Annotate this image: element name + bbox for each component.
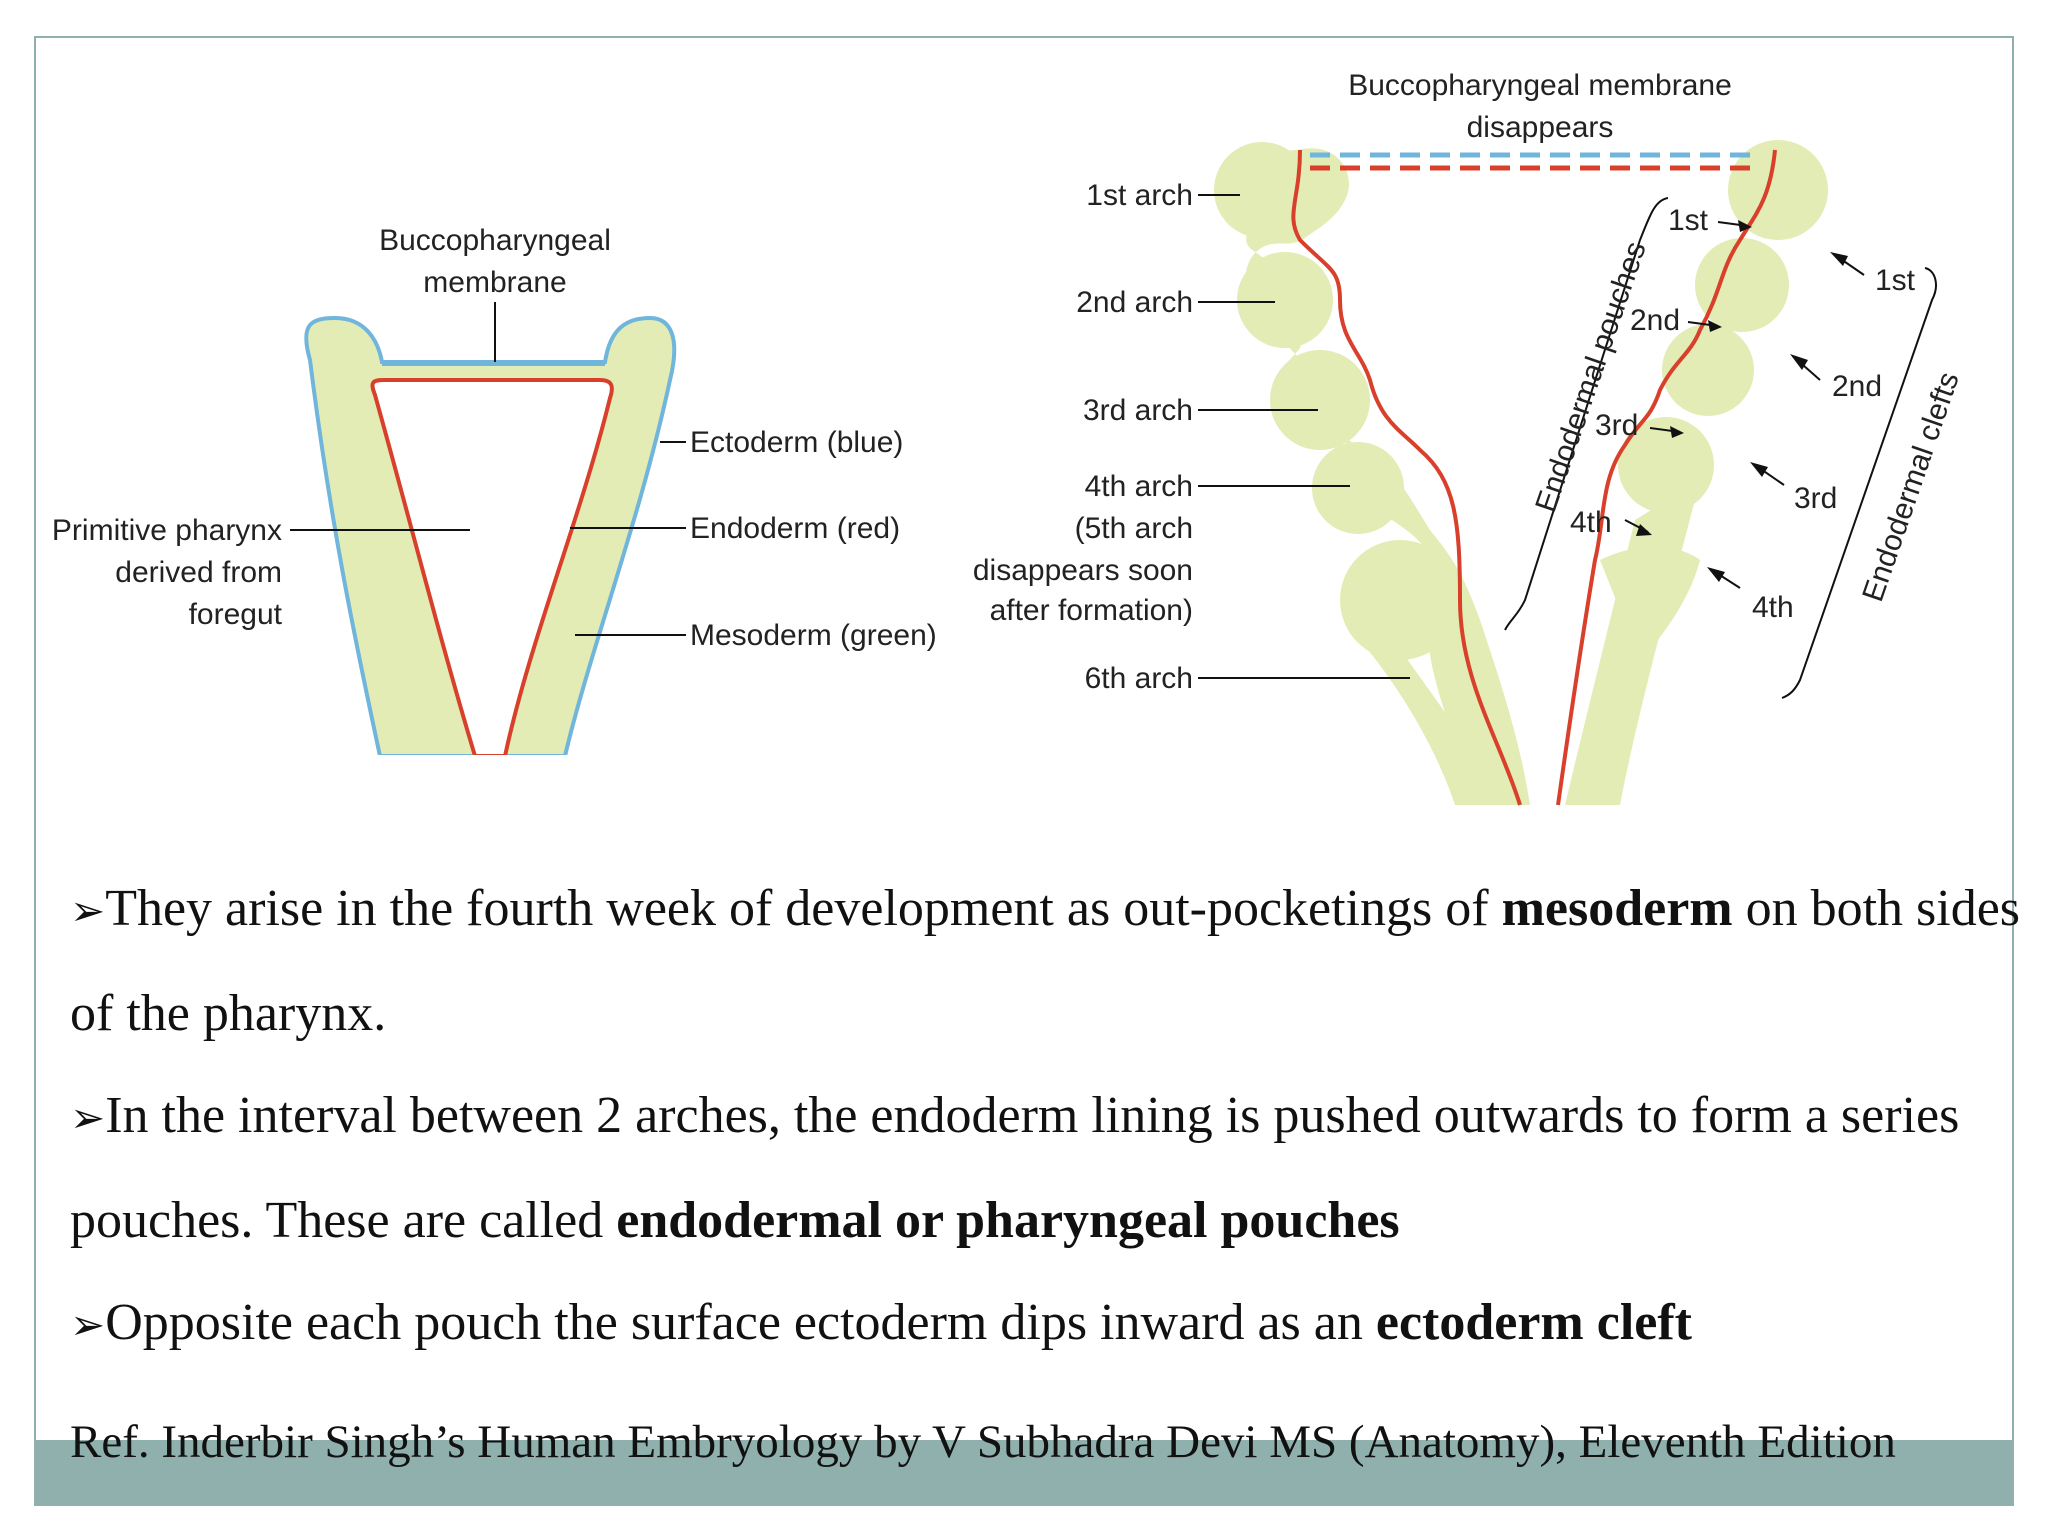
arch-5-note-line1: (5th arch [1075,512,1193,545]
pharyngeal-arches-diagram: Buccopharyngeal membrane Ectoderm (blue)… [0,0,2048,820]
pharynx-label-line1: Primitive pharynx [52,514,282,547]
arch-1-label: 1st arch [1086,179,1193,212]
arch-2-label: 2nd arch [1076,286,1193,319]
right-title-line2: disappears [1467,111,1614,144]
membrane-label-line2: membrane [423,266,566,299]
arch-4-label: 4th arch [1085,470,1193,503]
endoderm-label: Endoderm (red) [690,512,900,545]
arch-5-note-line2: disappears soon [973,554,1193,587]
arch-6-label: 6th arch [1085,662,1193,695]
cleft-1-label: 1st [1875,264,1916,297]
bullet-2: ➢In the interval between 2 arches, the e… [70,1065,2030,1272]
membrane-label-line1: Buccopharyngeal [379,224,611,257]
mesoderm-label: Mesoderm (green) [690,619,937,652]
primitive-pharynx-diagram: Buccopharyngeal membrane Ectoderm (blue)… [52,224,937,765]
cleft-3-label: 3rd [1794,482,1837,515]
bullet-1: ➢They arise in the fourth week of develo… [70,858,2030,1065]
pouch-1-label: 1st [1668,204,1709,237]
reference-citation: Ref. Inderbir Singh’s Human Embryology b… [70,1412,1970,1472]
arch-5-note-line3: after formation) [990,594,1193,627]
bullet-3: ➢Opposite each pouch the surface ectoder… [70,1272,2030,1377]
ectoderm-label: Ectoderm (blue) [690,426,903,459]
cleft-4-label: 4th [1752,591,1794,624]
bullet-list: ➢They arise in the fourth week of develo… [70,858,2030,1377]
arch-3-label: 3rd arch [1083,394,1193,427]
pharyngeal-arches-right-diagram: Buccopharyngeal membrane disappears 1st … [973,69,1966,805]
pharynx-label-line2: derived from [115,556,282,589]
right-title-line1: Buccopharyngeal membrane [1348,69,1732,102]
pharynx-label-line3: foregut [189,598,283,631]
cleft-2-label: 2nd [1832,370,1882,403]
pouch-2-label: 2nd [1630,304,1680,337]
pouch-3-label: 3rd [1595,409,1638,442]
endodermal-clefts-label: Endodermal clefts [1856,368,1965,606]
pouch-4-label: 4th [1570,506,1612,539]
